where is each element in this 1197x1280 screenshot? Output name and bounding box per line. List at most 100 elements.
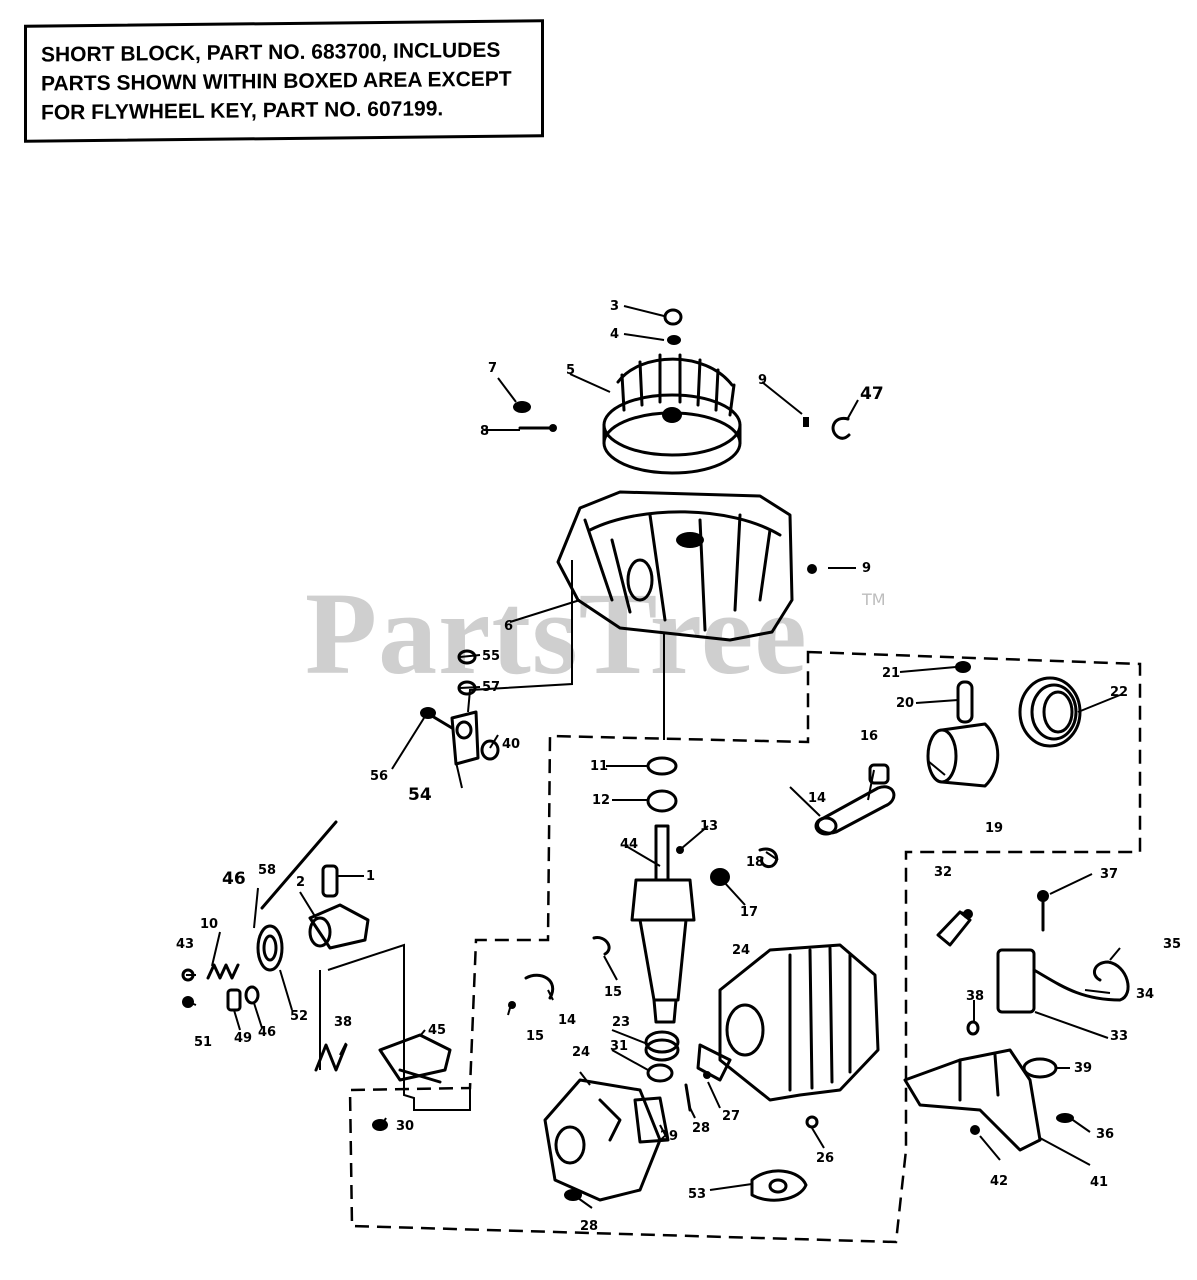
part-46-washer <box>244 985 260 1005</box>
callout-35: 35 <box>1163 937 1181 952</box>
part-55-washer <box>457 649 477 665</box>
part-41-bracket <box>903 1048 1042 1152</box>
callout-14-clip: 14 <box>558 1013 576 1028</box>
callout-18: 18 <box>746 855 764 870</box>
part-21-retainer <box>955 661 971 673</box>
callout-44: 44 <box>620 837 638 852</box>
part-31-washer <box>646 1063 674 1083</box>
part-12-bearing <box>646 789 678 813</box>
part-56-screw <box>420 707 454 730</box>
callout-16: 16 <box>860 729 878 744</box>
callout-34: 34 <box>1136 987 1154 1002</box>
callout-53: 53 <box>688 1187 706 1202</box>
part-8-screw <box>518 424 557 432</box>
callout-31: 31 <box>610 1039 628 1054</box>
callout-40: 40 <box>502 737 520 752</box>
part-24-crankcase <box>543 1078 662 1202</box>
callout-45: 45 <box>428 1023 446 1038</box>
part-40-nut <box>480 739 500 761</box>
callout-43: 43 <box>176 937 194 952</box>
callout-39: 39 <box>1074 1061 1092 1076</box>
callout-32: 32 <box>934 865 952 880</box>
callout-2: 2 <box>296 875 305 890</box>
callout-27: 27 <box>722 1109 740 1124</box>
callout-52: 52 <box>290 1009 308 1024</box>
part-38-screw <box>966 1020 980 1036</box>
callout-14-rod: 14 <box>808 791 826 806</box>
part-16-bushing <box>868 763 890 785</box>
part-45-governor-arm <box>378 1033 452 1084</box>
callout-15-lower: 15 <box>526 1029 544 1044</box>
part-49-screw <box>226 988 242 1012</box>
callout-54: 54 <box>408 785 432 805</box>
callout-21: 21 <box>882 666 900 681</box>
callout-9-side: 9 <box>862 561 871 576</box>
part-42-screw <box>970 1125 980 1135</box>
part-54-bracket <box>450 710 480 766</box>
callout-24-cylinder: 24 <box>732 943 750 958</box>
partstree-watermark: PartsTree <box>305 568 808 699</box>
callout-22: 22 <box>1110 685 1128 700</box>
callout-47: 47 <box>860 384 884 404</box>
callout-38-screw: 38 <box>966 989 984 1004</box>
part-24-cylinder-block <box>696 943 880 1102</box>
part-27-screw <box>703 1071 711 1079</box>
callout-7: 7 <box>488 361 497 376</box>
part-14-connecting-rod <box>814 785 896 836</box>
part-52-gasket <box>256 924 284 972</box>
part-6-blower-housing <box>556 490 794 642</box>
part-2-lever <box>308 903 370 950</box>
callout-28-upper: 28 <box>692 1121 710 1136</box>
part-44-crankshaft <box>630 824 696 1024</box>
part-20-piston-pin <box>956 680 974 724</box>
callout-49: 49 <box>234 1031 252 1046</box>
part-37-screw <box>1037 890 1049 932</box>
callout-56: 56 <box>370 769 388 784</box>
callout-33: 33 <box>1110 1029 1128 1044</box>
callout-1: 1 <box>366 869 375 884</box>
part-53-gasket <box>750 1169 808 1202</box>
callout-24-crankcase: 24 <box>572 1045 590 1060</box>
callout-36: 36 <box>1096 1127 1114 1142</box>
part-15-screw-lower <box>508 1001 516 1009</box>
callout-37: 37 <box>1100 867 1118 882</box>
trademark-symbol: TM <box>862 590 886 609</box>
part-9-screw-side <box>807 564 817 574</box>
callout-41: 41 <box>1090 1175 1108 1190</box>
callout-15-upper: 15 <box>604 985 622 1000</box>
part-11-seal <box>646 756 678 776</box>
part-18-clip <box>758 847 779 868</box>
part-58-rod <box>260 820 338 910</box>
callout-11: 11 <box>590 759 608 774</box>
part-28-pin-upper <box>684 1083 692 1112</box>
part-19-piston <box>926 722 1000 788</box>
callout-51: 51 <box>194 1035 212 1050</box>
callout-46-group: 46 <box>222 869 246 889</box>
callout-8: 8 <box>480 424 489 439</box>
part-26-screw <box>805 1115 819 1129</box>
part-23-bearing-lower <box>644 1030 680 1062</box>
part-28-screw-lower <box>564 1189 582 1201</box>
callout-38-spring: 38 <box>334 1015 352 1030</box>
callout-58: 58 <box>258 863 276 878</box>
leader-governor-link <box>319 943 471 1111</box>
part-33-ignition-module <box>996 948 1130 1014</box>
part-47-clip <box>831 416 851 440</box>
callout-26: 26 <box>816 1151 834 1166</box>
callout-9-top: 9 <box>758 373 767 388</box>
part-7-pin <box>513 401 531 413</box>
part-22-piston-rings <box>1018 676 1082 748</box>
callout-4: 4 <box>610 327 619 342</box>
callout-6: 6 <box>504 619 513 634</box>
part-36-screw <box>1056 1113 1074 1123</box>
callout-19: 19 <box>985 821 1003 836</box>
part-39-clip <box>1022 1057 1058 1079</box>
callout-57: 57 <box>482 680 500 695</box>
callout-23: 23 <box>612 1015 630 1030</box>
part-10-spring <box>206 963 240 980</box>
callout-12: 12 <box>592 793 610 808</box>
callout-30: 30 <box>396 1119 414 1134</box>
callout-20: 20 <box>896 696 914 711</box>
leader-bracket-to-housing <box>467 560 573 713</box>
